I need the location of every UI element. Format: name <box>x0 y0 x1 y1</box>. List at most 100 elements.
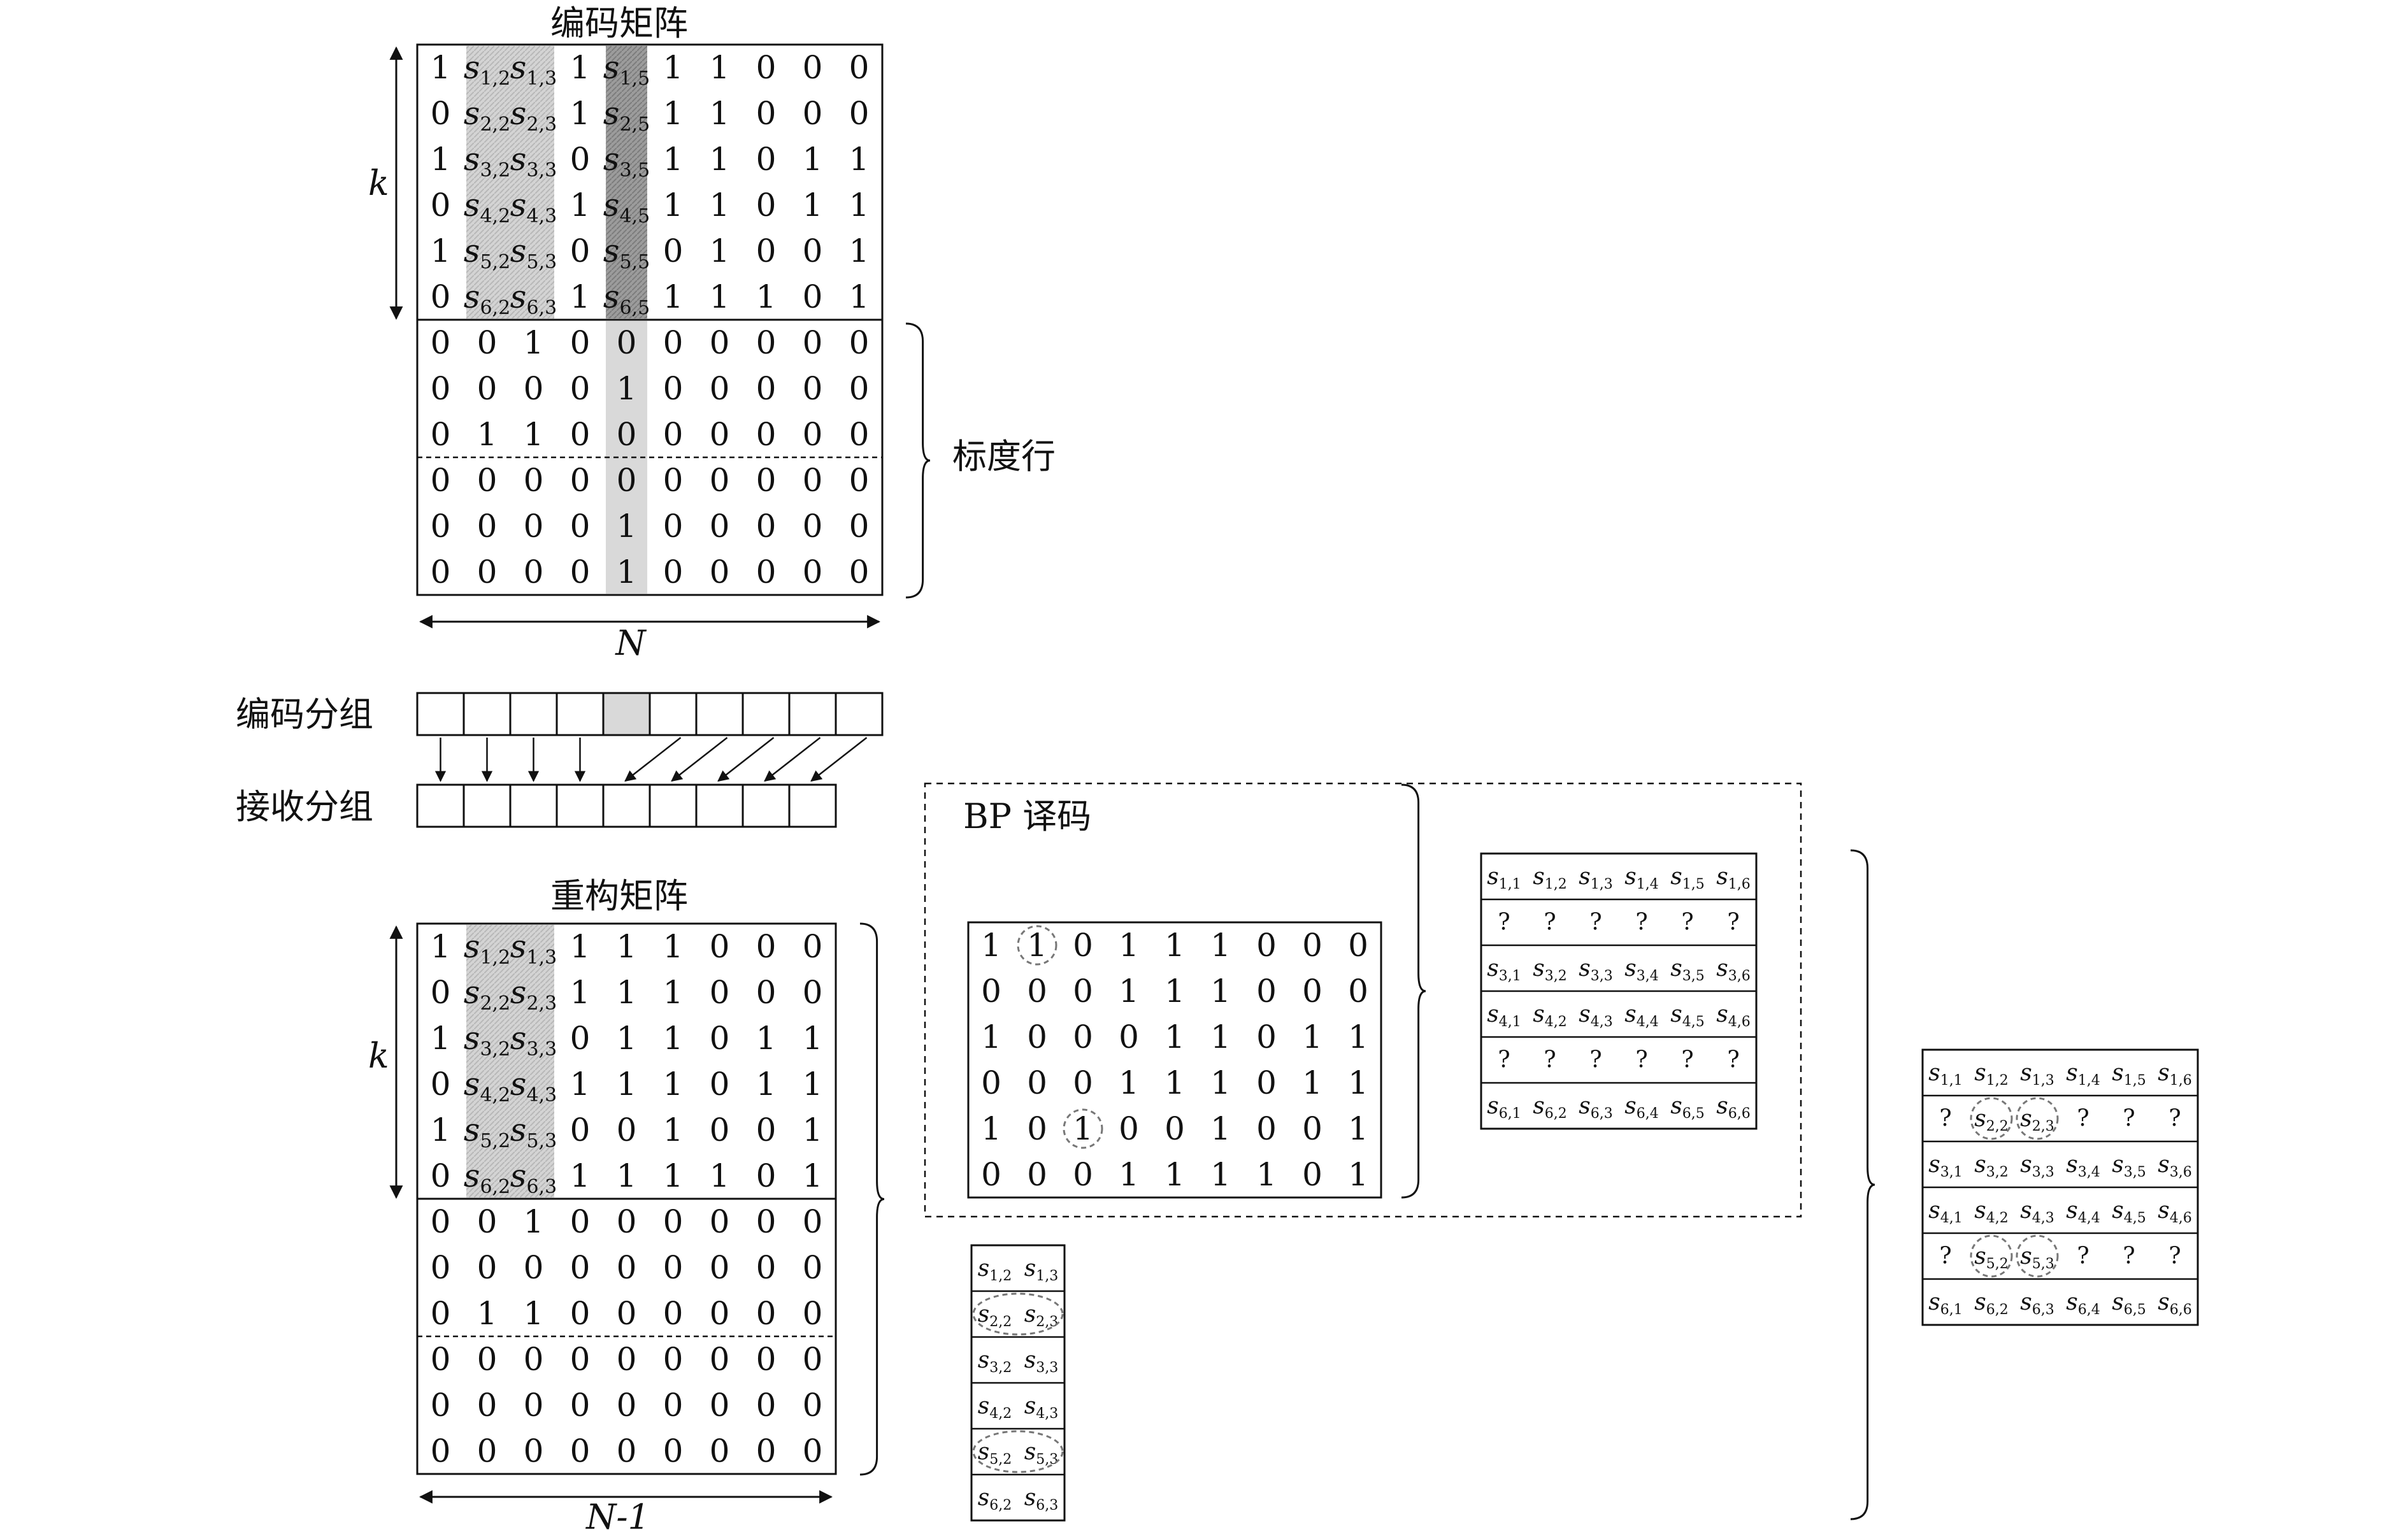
recon-matrix-cell: 1 <box>617 1157 637 1194</box>
recon-matrix-cell: 0 <box>803 1295 823 1332</box>
bp-matrix-cell: 0 <box>1302 973 1322 1010</box>
recon-matrix-cell: 0 <box>617 1112 637 1148</box>
recon-matrix-cell: 0 <box>803 928 823 965</box>
recon-matrix-cell: s3,3 <box>510 1020 557 1061</box>
final-table-cell: s3,1 <box>1928 1152 1962 1181</box>
coding-matrix-cell: 0 <box>803 462 823 499</box>
recon-matrix-cell: 1 <box>431 928 451 965</box>
final-table-cell: s3,6 <box>2158 1152 2191 1181</box>
coding-matrix-cell: 0 <box>663 232 684 269</box>
final-table-cell: s2,3 <box>2020 1106 2054 1135</box>
recon-matrix-cell: s5,2 <box>464 1112 510 1152</box>
decoded-table-cell: s1,1 <box>1487 864 1521 893</box>
recon-matrix-cell: 0 <box>663 1203 684 1240</box>
coding-matrix-cell: 1 <box>570 49 591 86</box>
coding-matrix-cell: 0 <box>803 278 823 315</box>
bp-matrix-cell: 1 <box>1027 927 1047 964</box>
received-packet <box>649 783 698 828</box>
coding-matrix-cell: 0 <box>663 416 684 453</box>
final-table-cell: ? <box>1939 1106 1951 1132</box>
bp-matrix-cell: 1 <box>1348 1156 1368 1193</box>
bp-matrix-cell: 0 <box>1073 1019 1093 1055</box>
coding-matrix-cell: 0 <box>617 462 637 499</box>
bp-brace <box>1401 783 1426 1199</box>
recon-matrix-cell: 1 <box>570 928 591 965</box>
recon-matrix-cell: 0 <box>431 1249 451 1286</box>
recon-matrix-cell: 0 <box>756 1295 777 1332</box>
recon-matrix-cell: 1 <box>617 1066 637 1103</box>
coding-matrix-cell: 0 <box>756 462 777 499</box>
coding-matrix-cell: 1 <box>524 416 544 453</box>
decoded-table-cell: s6,1 <box>1487 1093 1521 1122</box>
coding-matrix-cell: s1,2 <box>464 49 510 90</box>
coding-matrix-cell: 0 <box>431 508 451 545</box>
final-table-cell: ? <box>2168 1106 2181 1132</box>
coded-packet <box>835 692 884 736</box>
decoded-table-cell: s4,1 <box>1487 1001 1521 1031</box>
coding-matrix-cell: 1 <box>710 141 730 178</box>
bp-matrix-cell: 1 <box>1210 1156 1231 1193</box>
recon-matrix-cell: 1 <box>663 1157 684 1194</box>
recon-matrix-cell: 0 <box>570 1020 591 1057</box>
coding-matrix-cell: 0 <box>803 508 823 545</box>
decoded-table-cell: ? <box>1681 1047 1693 1073</box>
received-groups-label: 接收分组 <box>236 787 373 827</box>
bp-matrix-cell: 1 <box>1210 1110 1231 1147</box>
coding-matrix-cell: 0 <box>663 370 684 407</box>
bp-matrix-cell: 0 <box>1027 1064 1047 1101</box>
bp-matrix-cell: 1 <box>1073 1110 1093 1147</box>
coding-matrix-cell: 0 <box>803 95 823 132</box>
bp-matrix-cell: 1 <box>1302 1019 1322 1055</box>
recon-matrix-cell: 1 <box>663 974 684 1011</box>
calibration-rows-label: 标度行 <box>952 436 1056 476</box>
small-table-cell: s1,2 <box>978 1255 1012 1285</box>
coding-matrix-cell: 1 <box>849 141 870 178</box>
decoded-table-cell: s3,4 <box>1624 955 1658 985</box>
recon-matrix-cell: s1,3 <box>510 928 557 969</box>
coding-matrix-cell: s2,2 <box>464 95 510 136</box>
bp-matrix-cell: 1 <box>981 1019 1001 1055</box>
coding-matrix-cell: 1 <box>803 187 823 224</box>
bp-matrix-cell: 0 <box>1302 1156 1322 1193</box>
final-brace <box>1850 849 1875 1520</box>
coding-matrix-cell: 0 <box>803 554 823 590</box>
recon-matrix-cell: 0 <box>617 1433 637 1469</box>
bp-matrix-cell: 1 <box>1302 1064 1322 1101</box>
received-packet <box>509 783 558 828</box>
decoded-table-cell: s3,3 <box>1579 955 1612 985</box>
coding-matrix-cell: 0 <box>431 278 451 315</box>
final-table-cell: ? <box>2077 1106 2089 1132</box>
small-table-cell: s2,2 <box>978 1301 1012 1331</box>
bp-matrix-cell: 1 <box>1165 1156 1185 1193</box>
bp-matrix-cell: 0 <box>981 1064 1001 1101</box>
k-label-bottom: k <box>368 1036 389 1076</box>
bp-matrix-cell: 1 <box>1119 1064 1139 1101</box>
recon-matrix-cell: 0 <box>710 1249 730 1286</box>
final-table-highlight <box>2016 1097 2059 1140</box>
recon-matrix-cell: 1 <box>803 1066 823 1103</box>
final-table-cell: s1,1 <box>1928 1060 1962 1089</box>
bp-matrix-cell: 1 <box>1119 927 1139 964</box>
coding-matrix-cell: 1 <box>663 187 684 224</box>
decoded-table-cell: s3,1 <box>1487 955 1521 985</box>
coding-matrix-cell: 0 <box>710 324 730 361</box>
decoded-table-cell: s4,4 <box>1624 1001 1658 1031</box>
coding-matrix-cell: 1 <box>570 95 591 132</box>
decoded-table-cell: ? <box>1589 1047 1602 1073</box>
decoded-table-cell: ? <box>1498 910 1510 936</box>
recon-matrix-cell: 1 <box>617 974 637 1011</box>
recon-matrix-cell: 0 <box>710 1341 730 1378</box>
recon-matrix-cell: s3,2 <box>464 1020 510 1061</box>
coding-matrix-cell: 1 <box>710 278 730 315</box>
coding-matrix-cell: 0 <box>756 141 777 178</box>
recon-matrix-cell: 0 <box>756 1157 777 1194</box>
recon-matrix-cell: 0 <box>477 1249 498 1286</box>
recon-matrix-cell: 0 <box>803 1433 823 1469</box>
coded-packet <box>555 692 605 736</box>
bp-matrix-cell: 1 <box>1256 1156 1277 1193</box>
coding-matrix-cell: 0 <box>570 554 591 590</box>
final-table-cell: s1,5 <box>2112 1060 2146 1089</box>
small-table-cell: s5,3 <box>1024 1439 1058 1468</box>
decoded-table-cell: s3,5 <box>1670 955 1704 985</box>
